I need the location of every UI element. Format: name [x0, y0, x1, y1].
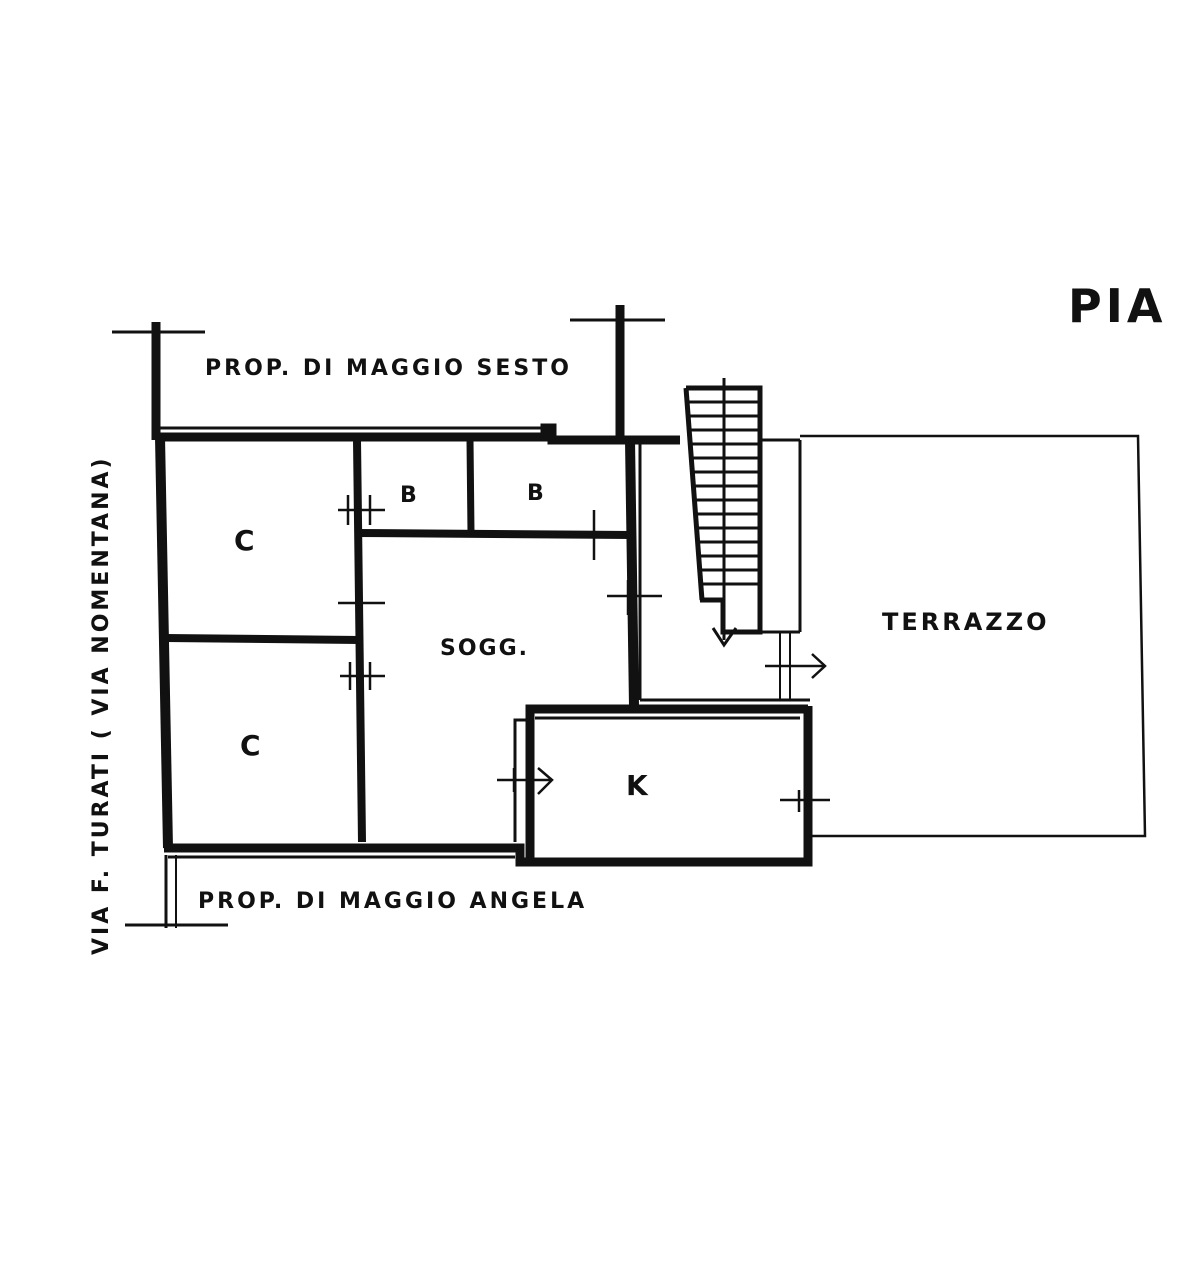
street-label: VIA F. TURATI ( VIA NOMENTANA)	[89, 455, 114, 955]
bath-1-label: B	[400, 483, 419, 508]
room-bottom-label: C	[240, 729, 263, 762]
kitchen-label: K	[626, 769, 650, 802]
room-top-label: C	[234, 524, 257, 557]
terrace-outline	[800, 434, 1147, 838]
bath-2-label: B	[527, 481, 546, 506]
terrace-label: TERRAZZO	[882, 608, 1050, 636]
staircase	[683, 378, 800, 700]
property-lines	[112, 305, 665, 928]
neighbor-top-label: PROP. DI MAGGIO SESTO	[205, 356, 572, 381]
door-marks	[338, 495, 830, 812]
floor-title: PIA	[1068, 279, 1166, 333]
neighbor-bottom-label: PROP. DI MAGGIO ANGELA	[198, 889, 587, 914]
hall-label: SOGG.	[440, 636, 529, 661]
